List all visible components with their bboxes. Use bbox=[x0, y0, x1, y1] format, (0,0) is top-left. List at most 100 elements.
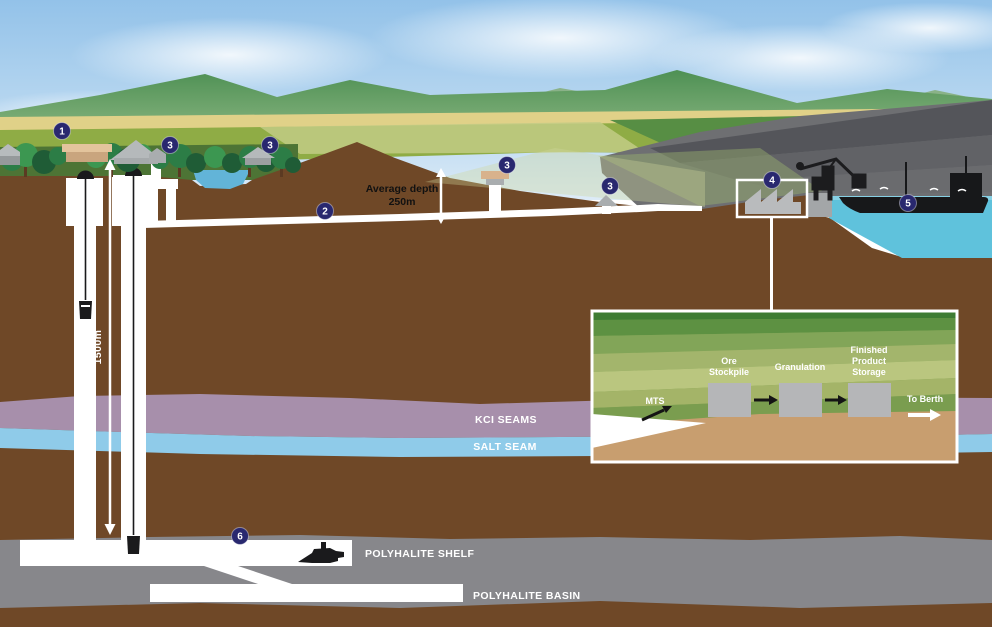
marker-3a: 3 bbox=[161, 136, 179, 154]
marker-number: 3 bbox=[267, 141, 273, 152]
wave bbox=[929, 187, 939, 191]
field-band-yellow bbox=[0, 108, 992, 132]
shaft-collar-2 bbox=[112, 175, 152, 226]
marker-circle bbox=[53, 122, 71, 140]
granulation-label: Granulation bbox=[775, 362, 826, 372]
decline bbox=[198, 564, 298, 586]
inset-content: MTS Ore Stockpile Granulation Finished P… bbox=[592, 311, 957, 462]
polyhalite-shelf-label: POLYHALITE SHELF bbox=[365, 548, 474, 560]
inset-leader-line bbox=[770, 217, 773, 313]
ore-stockpile-label-1: Ore bbox=[721, 356, 737, 366]
marker-number: 1 bbox=[59, 127, 65, 138]
tree-trunk bbox=[110, 164, 113, 177]
inset-band bbox=[592, 344, 957, 372]
crane-cab bbox=[811, 176, 835, 191]
skip-1 bbox=[79, 301, 92, 319]
marker-4: 4 bbox=[763, 171, 781, 189]
marker-3d: 3 bbox=[601, 177, 619, 195]
tree bbox=[222, 153, 242, 173]
arrowhead-down bbox=[436, 215, 446, 224]
surface-details bbox=[0, 140, 618, 206]
field-band-pale bbox=[260, 122, 645, 154]
hoists bbox=[77, 167, 344, 563]
factory-icon-tooth bbox=[777, 189, 793, 202]
field-overlay-on-slope bbox=[425, 148, 705, 207]
skip-1-detail bbox=[81, 305, 90, 307]
wave bbox=[957, 188, 967, 192]
tree-trunk bbox=[178, 164, 181, 177]
marker-circle bbox=[899, 194, 917, 212]
building-roof bbox=[0, 144, 20, 156]
salt-seam-label: SALT SEAM bbox=[473, 441, 537, 453]
avg-depth-label-line1: Average depth bbox=[366, 183, 439, 195]
marker-circle bbox=[231, 527, 249, 545]
intermediate-shaft-2 bbox=[602, 205, 611, 214]
mine-workings bbox=[20, 157, 773, 602]
marker-number: 3 bbox=[607, 182, 613, 193]
marker-circle bbox=[261, 136, 279, 154]
industrial-area bbox=[598, 100, 992, 218]
wave bbox=[851, 188, 861, 192]
crane-apex-block bbox=[821, 165, 835, 177]
finished-product-box bbox=[848, 383, 891, 417]
flow-arrowhead bbox=[838, 395, 847, 405]
building-roof bbox=[242, 147, 275, 158]
finished-label-1: Finished bbox=[850, 345, 887, 355]
depth-annotations: 1500m Average depth 250m bbox=[92, 159, 446, 535]
ship-superstructure bbox=[950, 173, 982, 197]
arrowhead-up bbox=[104, 159, 116, 170]
mts-arrowhead bbox=[662, 406, 672, 413]
inset-border bbox=[590, 309, 959, 464]
marker-3c: 3 bbox=[498, 156, 516, 174]
factory-icon-tooth bbox=[745, 189, 761, 202]
marker-6: 6 bbox=[231, 527, 249, 545]
marker-number: 5 bbox=[905, 199, 911, 210]
factory-callout bbox=[735, 178, 809, 219]
tree bbox=[204, 146, 226, 168]
marker-number: 6 bbox=[237, 532, 243, 543]
geology-labels: KCI SEAMS SALT SEAM POLYHALITE SHELF POL… bbox=[365, 414, 580, 602]
marker-circle bbox=[498, 156, 516, 174]
skip-2 bbox=[127, 536, 140, 554]
mining-machine-icon bbox=[298, 548, 344, 563]
tree-trunk bbox=[280, 164, 283, 177]
minehead-building-2 bbox=[114, 158, 158, 164]
building bbox=[245, 158, 271, 165]
vent-crossbar bbox=[146, 179, 178, 189]
ore-stockpile-label-2: Stockpile bbox=[709, 367, 749, 377]
intermediate-cap-1-base bbox=[486, 179, 504, 185]
flow-arrowhead bbox=[769, 395, 778, 405]
intermediate-shaft-1 bbox=[489, 179, 501, 217]
marker-5: 5 bbox=[899, 194, 917, 212]
marker-number: 3 bbox=[504, 161, 510, 172]
mining-machine-mast bbox=[321, 542, 326, 549]
vent-house bbox=[149, 148, 166, 163]
basin-gallery bbox=[150, 584, 463, 602]
marker-1: 1 bbox=[53, 122, 71, 140]
green-overlay-wedge bbox=[598, 148, 822, 206]
marker-2: 2 bbox=[316, 202, 334, 220]
tree bbox=[285, 157, 301, 173]
factory-icon-tooth bbox=[761, 189, 777, 202]
port-crane bbox=[796, 157, 867, 201]
marker-circle bbox=[763, 171, 781, 189]
process-inset: MTS Ore Stockpile Granulation Finished P… bbox=[590, 309, 959, 464]
kci-seams-label: KCI SEAMS bbox=[475, 414, 537, 426]
inset-mts-tunnel bbox=[592, 414, 706, 448]
marker-number: 4 bbox=[769, 176, 775, 187]
surface-buildings bbox=[0, 140, 618, 206]
to-berth-arrowhead bbox=[930, 409, 941, 421]
factory-icon bbox=[745, 202, 801, 214]
marker-number: 3 bbox=[167, 141, 173, 152]
mts-label: MTS bbox=[646, 396, 665, 406]
pond bbox=[193, 170, 250, 189]
vent-shaft-leg2 bbox=[166, 187, 176, 223]
headframe-pulley-1 bbox=[77, 170, 94, 179]
inset-band bbox=[592, 360, 957, 392]
minehead-building-1-roof bbox=[62, 144, 112, 152]
tree bbox=[186, 153, 206, 173]
granulation-box bbox=[779, 383, 822, 417]
arrowhead-up bbox=[436, 168, 446, 177]
